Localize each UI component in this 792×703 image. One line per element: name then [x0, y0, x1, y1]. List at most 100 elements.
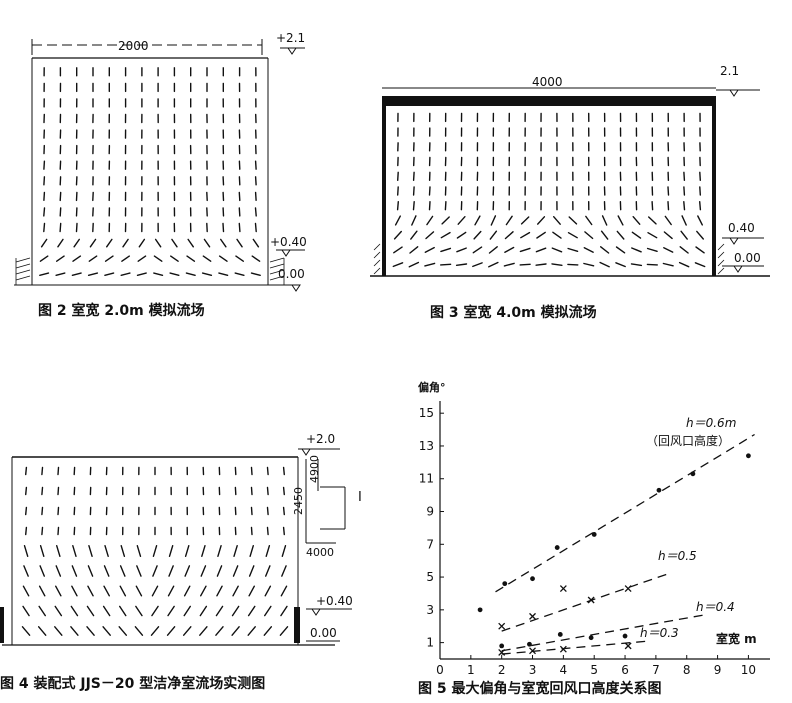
flow-vector — [265, 565, 271, 577]
flow-vector — [87, 585, 94, 597]
level-top-label: 2.1 — [720, 64, 739, 78]
flow-vector — [41, 466, 44, 476]
flow-vector — [694, 262, 706, 268]
flow-vector — [231, 626, 240, 636]
flow-vector — [266, 486, 269, 496]
flow-vector — [169, 272, 180, 276]
flow-vector — [266, 506, 269, 516]
flow-vector — [21, 626, 31, 636]
width-label: 4000 — [532, 75, 563, 89]
dim-total-label: 4900 — [308, 455, 321, 483]
point-dot-series-2 — [622, 633, 628, 639]
flow-vector — [248, 565, 255, 577]
x-tick-label: 8 — [683, 663, 691, 675]
flow-vector — [249, 544, 255, 558]
flow-vector — [505, 215, 513, 226]
flow-vector — [216, 585, 223, 597]
flow-vector — [88, 255, 98, 262]
chart-trend-lines — [495, 433, 755, 655]
dim-width-label: 4000 — [306, 546, 334, 559]
flow-vector — [567, 247, 579, 253]
flow-vector — [122, 238, 129, 248]
flow-vector — [630, 263, 643, 267]
flow-vector — [183, 605, 192, 617]
x-tick-label: 1 — [467, 663, 475, 675]
flow-vector — [200, 565, 207, 577]
point-dot-series-2 — [499, 643, 505, 649]
flow-vector — [679, 246, 689, 254]
flow-vector — [699, 186, 701, 196]
flow-vector — [264, 585, 272, 597]
flow-vector — [412, 186, 415, 196]
flow-vector — [138, 238, 146, 248]
flow-vector — [663, 231, 673, 240]
flow-vector — [199, 585, 207, 597]
figure-5-caption: 图 5 最大偏角与室宽回风口高度关系图 — [418, 681, 662, 697]
flow-vector — [254, 207, 257, 217]
flow-vector — [43, 191, 46, 202]
flow-vector — [683, 186, 686, 196]
flow-vector — [169, 255, 179, 262]
flow-vector — [552, 231, 562, 239]
point-cross-series-1 — [624, 585, 632, 592]
level-top-triangle — [301, 448, 311, 456]
flow-vector — [393, 230, 402, 240]
flow-vector — [171, 238, 178, 248]
flow-vector — [472, 262, 483, 268]
flow-vector — [217, 544, 222, 558]
flow-vector — [428, 200, 431, 211]
flow-vector — [187, 238, 195, 248]
point-cross-series-3 — [559, 645, 567, 653]
flow-vector — [631, 231, 642, 239]
flow-vector — [43, 176, 46, 186]
flow-vector — [601, 215, 608, 226]
flow-vector — [23, 565, 29, 577]
flow-vector — [121, 255, 131, 262]
flow-vector — [254, 191, 257, 202]
x-axis-label: 室宽 m — [716, 631, 757, 646]
flow-vector — [426, 215, 434, 226]
flow-vector — [55, 565, 62, 577]
flow-vector — [584, 231, 594, 240]
flow-vector — [56, 544, 61, 558]
flow-vector — [535, 247, 547, 253]
flow-vector — [472, 246, 483, 254]
flow-vector — [182, 626, 192, 636]
point-cross-series-3 — [624, 642, 632, 650]
flow-vector — [232, 585, 239, 597]
flow-vector — [39, 255, 49, 262]
flow-vector — [699, 171, 701, 182]
flow-vector — [409, 246, 419, 254]
flow-vector — [667, 186, 670, 196]
flow-vector — [616, 230, 625, 240]
flow-vector — [456, 231, 467, 239]
ceiling-filter-band — [382, 96, 716, 106]
flow-vector — [103, 585, 111, 597]
level-mid-label: 0.40 — [728, 221, 755, 235]
flow-vector — [43, 207, 46, 217]
flow-vector — [104, 544, 109, 558]
flow-vector — [397, 186, 399, 196]
point-dot-series-0 — [746, 453, 751, 459]
figure-2-flow-field: 2000 +2.1 +0.40 0.00 — [14, 31, 307, 292]
flow-vector — [520, 231, 531, 239]
flow-vector — [199, 605, 208, 617]
y-tick-label: 15 — [419, 406, 434, 420]
y-tick-label: 9 — [426, 505, 434, 519]
flow-vector — [183, 585, 191, 597]
flow-vector — [153, 255, 163, 262]
flow-vector — [218, 272, 229, 276]
flow-vector — [57, 466, 60, 476]
point-cross-series-3 — [498, 648, 506, 656]
flow-vector — [25, 526, 28, 536]
flow-vector — [135, 585, 143, 597]
flow-vector — [440, 231, 451, 239]
flow-vector — [87, 272, 99, 276]
flow-vector — [238, 191, 241, 202]
flow-vector — [583, 246, 594, 253]
point-cross-series-1 — [587, 596, 595, 604]
flow-vector — [22, 605, 30, 617]
point-dot-series-0 — [656, 487, 662, 493]
